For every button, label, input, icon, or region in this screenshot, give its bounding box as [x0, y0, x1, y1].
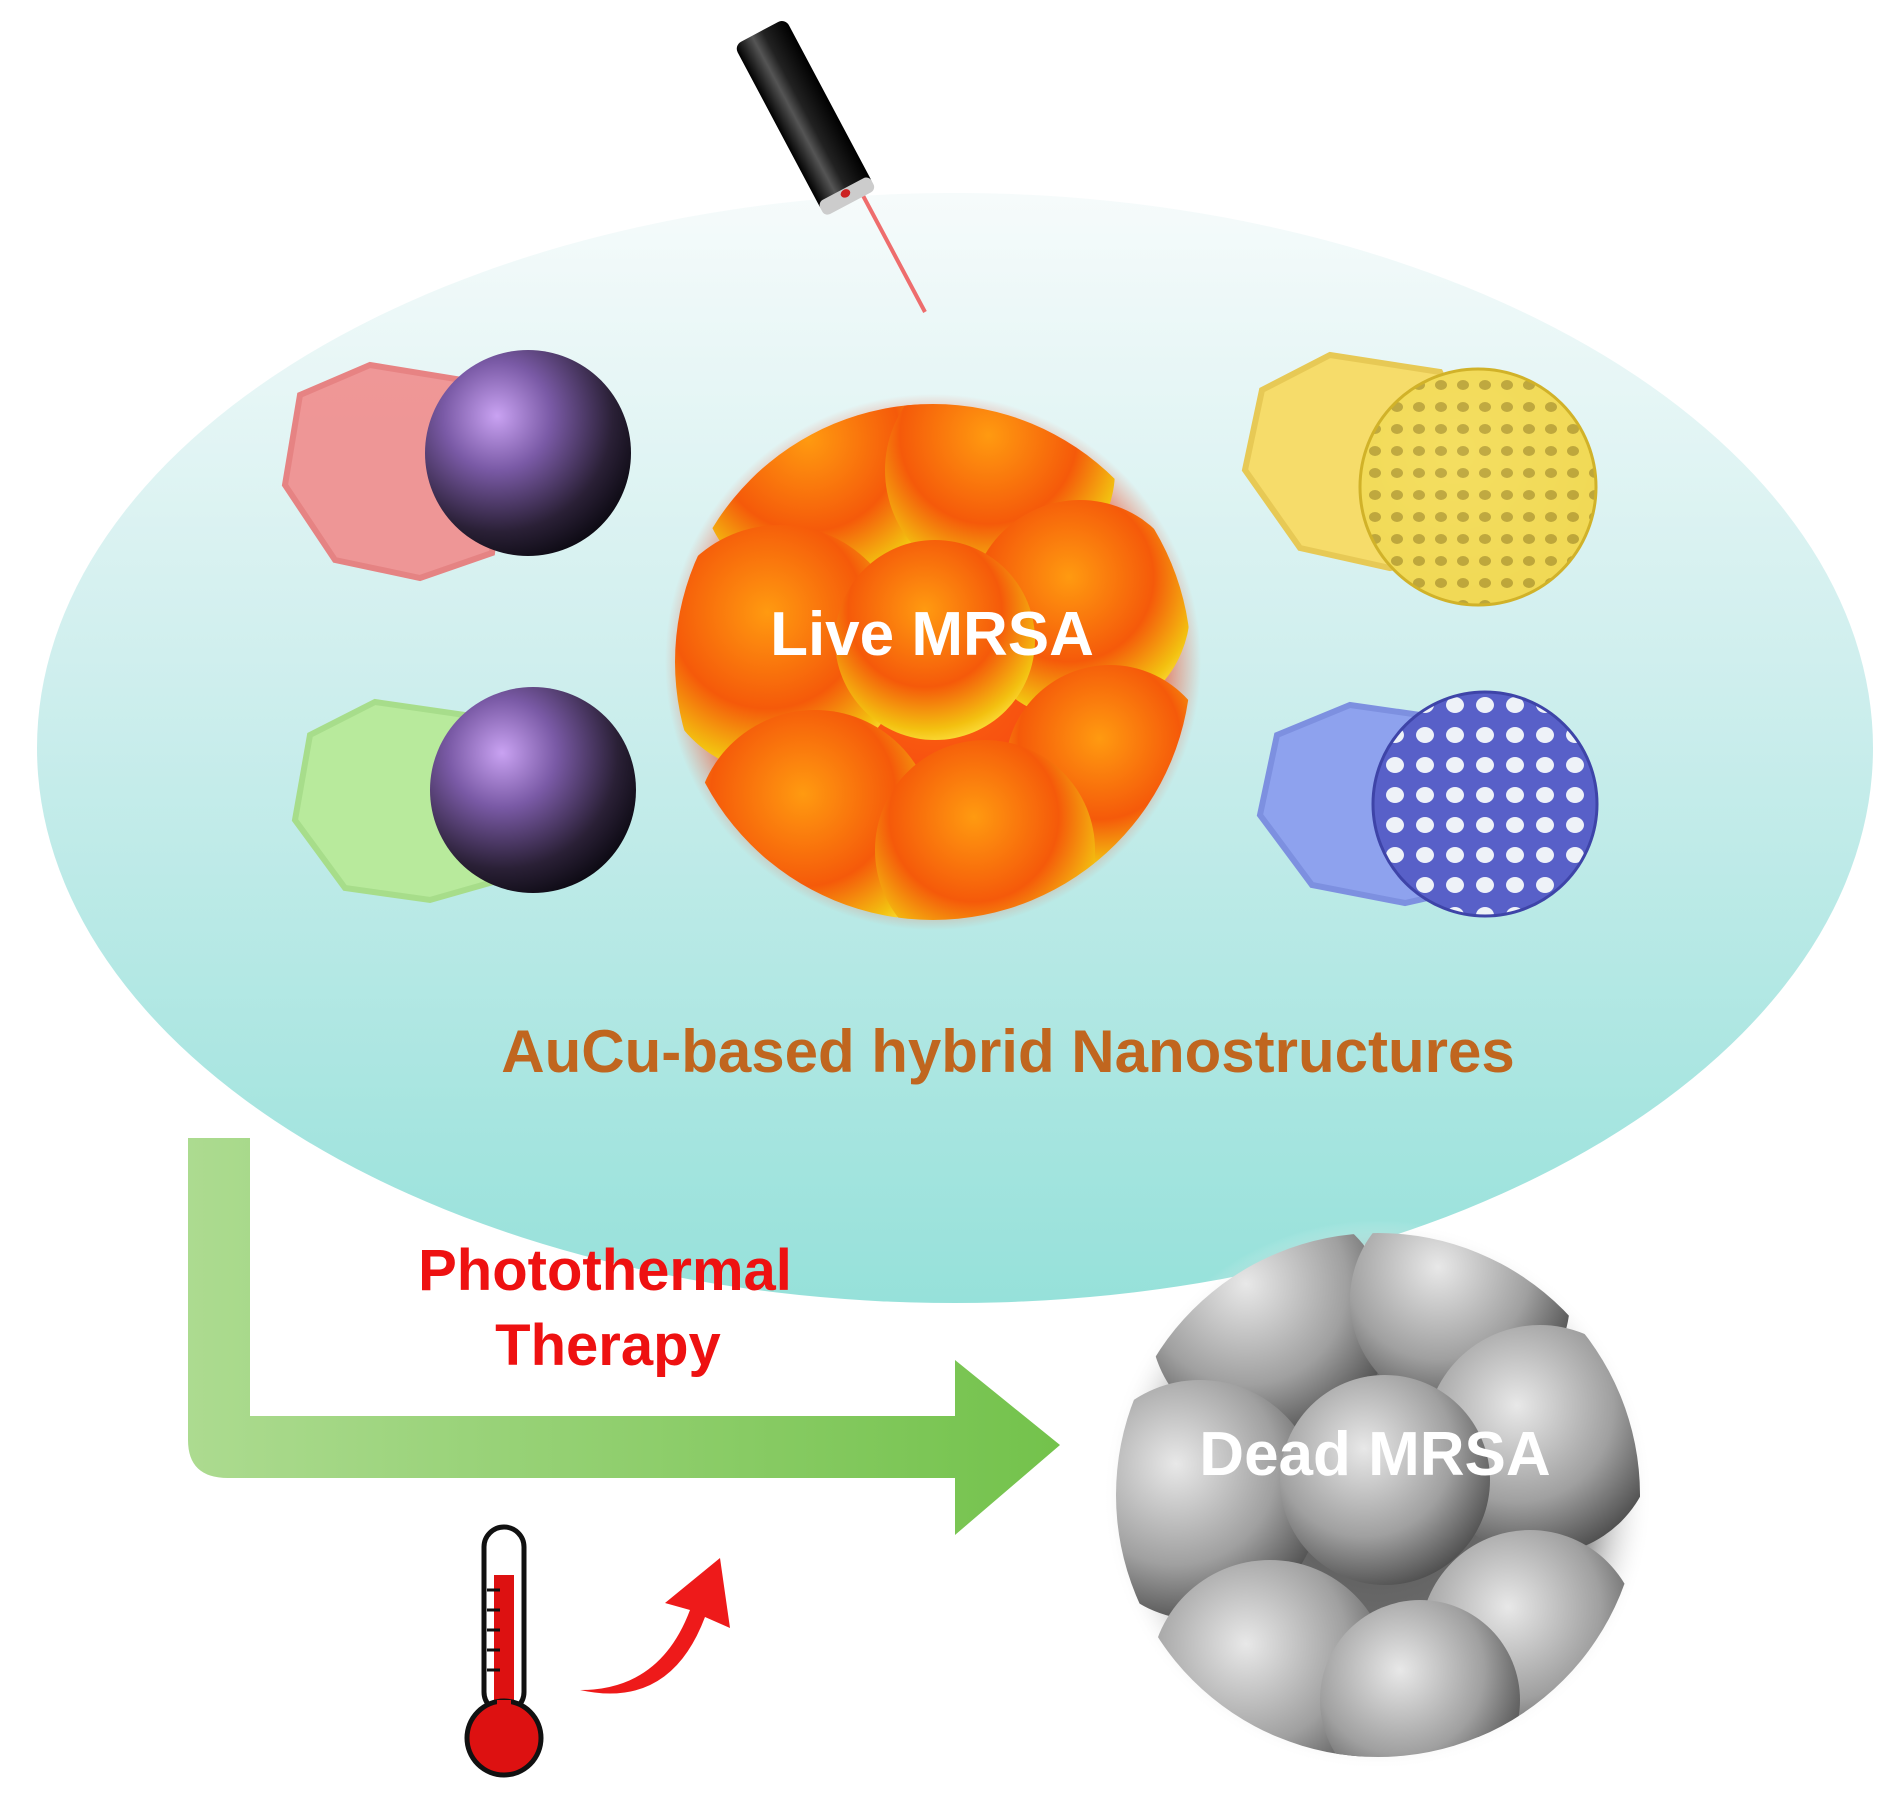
laser-pointer-icon — [736, 21, 927, 313]
hybrid-nanostructures-label: AuCu-based hybrid Nanostructures — [501, 1018, 1514, 1085]
pink-plate-sphere-hybrid — [281, 350, 631, 582]
dead-mrsa-label: Dead MRSA — [1199, 1420, 1550, 1489]
yellow-plate-porous-hybrid — [1241, 351, 1598, 607]
laser-beam — [858, 189, 927, 313]
live-mrsa-label: Live MRSA — [770, 600, 1094, 669]
process-arrow — [188, 1138, 1060, 1535]
blue-plate-porous-hybrid — [1256, 690, 1599, 918]
temperature-up-arrow-icon — [580, 1558, 730, 1694]
purple-sphere — [430, 687, 636, 893]
green-plate-sphere-hybrid — [291, 687, 636, 904]
purple-sphere — [425, 350, 631, 556]
therapy-label-line1: Photothermal — [418, 1238, 792, 1303]
porous-yellow-sphere — [1360, 369, 1596, 605]
thermometer-icon — [464, 1524, 544, 1778]
therapy-label-line2: Therapy — [495, 1313, 721, 1378]
live-mrsa-image — [665, 394, 1201, 930]
porous-blue-sphere — [1373, 692, 1597, 916]
